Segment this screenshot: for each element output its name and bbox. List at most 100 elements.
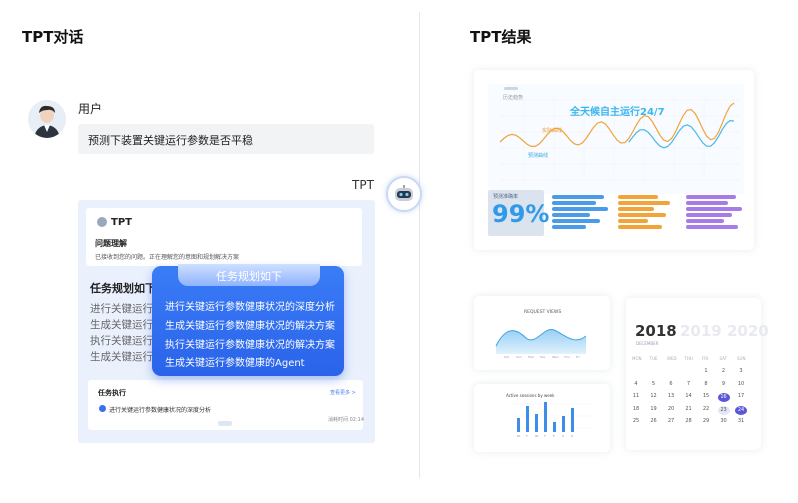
card-title: TPT (111, 217, 132, 228)
weekday-label: THU (684, 356, 693, 361)
accuracy-value: 99% (492, 200, 550, 228)
weekday-label: WED (667, 356, 677, 361)
calendar-day[interactable]: 28 (685, 418, 692, 424)
svg-text:F: F (553, 434, 555, 438)
session-bar (517, 418, 520, 432)
mini-bar (686, 195, 736, 199)
calendar-day[interactable]: 14 (685, 393, 692, 399)
mini-bar (686, 201, 728, 205)
calendar-day[interactable]: 26 (650, 418, 657, 424)
mini-bar (618, 213, 666, 217)
svg-text:Thu: Thu (563, 355, 570, 359)
mini-bar (686, 225, 738, 229)
calendar-day[interactable]: 6 (669, 380, 673, 387)
calendar-day[interactable]: 3 (739, 368, 743, 374)
mini-bar (618, 219, 648, 223)
year-next[interactable]: 2019 (680, 322, 722, 340)
calendar-day[interactable]: 22 (702, 405, 710, 412)
year-current[interactable]: 2018 (635, 322, 677, 340)
tpt-result-header: TPT结果 (470, 28, 532, 46)
mini-bar (618, 201, 670, 205)
calendar-day[interactable]: 7 (686, 380, 691, 387)
mini-bar (552, 201, 596, 205)
calendar-day[interactable]: 25 (632, 418, 640, 424)
popup-item: 进行关键运行参数健康状况的深度分析 (165, 302, 335, 313)
calendar-day[interactable]: 20 (667, 405, 675, 412)
year-after[interactable]: 2020 (727, 322, 769, 340)
calendar-day[interactable]: 1 (704, 368, 708, 374)
active-sessions-card (474, 384, 610, 452)
mini-bar (686, 219, 724, 223)
calendar-card (626, 298, 761, 450)
calendar-day[interactable]: 27 (667, 418, 675, 424)
session-bar (526, 406, 529, 432)
mini-bar (552, 207, 608, 211)
session-bar (562, 416, 565, 432)
calendar-day[interactable]: 16 (717, 393, 730, 402)
mini-bar (686, 213, 732, 217)
plan-title: 任务规划如下: (90, 282, 161, 295)
mini-bar (618, 195, 658, 199)
request-views-card (474, 296, 610, 370)
tpt-dialog-header: TPT对话 (22, 28, 84, 46)
calendar-day[interactable]: 18 (632, 405, 640, 412)
plan-item: 生成关键运行参 (90, 319, 152, 331)
svg-text:W: W (535, 434, 538, 438)
mini-bar (552, 195, 604, 199)
plan-item: 生成关键运行参 (90, 351, 152, 363)
exec-title: 任务执行 (98, 389, 126, 397)
mini-bar (552, 213, 590, 217)
calendar-day[interactable]: 8 (704, 380, 708, 387)
calendar-day[interactable]: 24 (735, 405, 747, 415)
trend-chart (488, 84, 744, 194)
calendar-day[interactable]: 4 (634, 380, 638, 387)
user-message-bubble: 预测下装置关键运行参数是否平稳 (78, 124, 374, 154)
calendar-day[interactable]: 21 (685, 405, 692, 412)
mini-bar (618, 225, 662, 229)
calendar-day[interactable]: 10 (737, 380, 745, 387)
active-sessions-title: Active sessions by week (506, 393, 555, 398)
svg-text:M: M (517, 434, 520, 438)
calendar-day[interactable]: 29 (702, 418, 710, 424)
calendar-day[interactable]: 5 (651, 380, 656, 387)
request-views-title: REQUEST VIEWS (524, 310, 562, 315)
popup-item: 生成关键运行参数健康状况的解决方案 (165, 321, 335, 332)
accuracy-box (488, 190, 544, 236)
mini-bar (686, 207, 742, 211)
issue-text: 已接收到您的问题。正在理解您的意图和规划解决方案 (95, 254, 240, 261)
popup-item: 生成关键运行参数健康的Agent (165, 358, 305, 369)
popup-title: 任务规划如下 (216, 270, 282, 283)
plan-item: 执行关键运行参 (90, 335, 152, 347)
tpt-logo-icon (97, 217, 107, 227)
calendar-day[interactable]: 17 (737, 393, 745, 399)
calendar-day[interactable]: 13 (667, 393, 675, 399)
calendar-day[interactable]: 19 (650, 405, 657, 412)
weekday-label: FRI (702, 356, 709, 361)
svg-text:Tue: Tue (539, 355, 545, 359)
calendar-day[interactable]: 31 (737, 418, 745, 424)
weekday-label: TUE (649, 356, 658, 361)
issue-understanding-card (86, 208, 362, 266)
weekday-label: MON (632, 356, 642, 361)
user-avatar (28, 100, 66, 138)
issue-title: 问题理解 (95, 239, 127, 248)
calendar-day[interactable]: 23 (717, 405, 730, 415)
user-name: 用户 (78, 102, 103, 116)
calendar-day[interactable]: 30 (720, 418, 727, 424)
collapse-handle[interactable] (218, 421, 232, 426)
calendar-day[interactable]: 12 (650, 393, 657, 399)
plan-item: 进行关键运行参 (90, 303, 152, 315)
view-more-link[interactable]: 查看更多 > (330, 390, 356, 396)
popup-item: 执行关键运行参数健康状况的解决方案 (165, 340, 335, 351)
session-bar (535, 414, 538, 432)
calendar-day[interactable]: 15 (702, 393, 710, 399)
weekday-label: SUN (737, 356, 746, 361)
calendar-day[interactable]: 2 (721, 368, 726, 374)
exec-item: 进行关键运行参数健康状况的深度分析 (109, 407, 212, 414)
svg-text:Wed: Wed (552, 355, 559, 359)
calendar-day[interactable]: 9 (721, 380, 726, 387)
mini-bar (552, 219, 600, 223)
calendar-day[interactable]: 11 (632, 393, 640, 399)
panel-divider (419, 12, 420, 478)
